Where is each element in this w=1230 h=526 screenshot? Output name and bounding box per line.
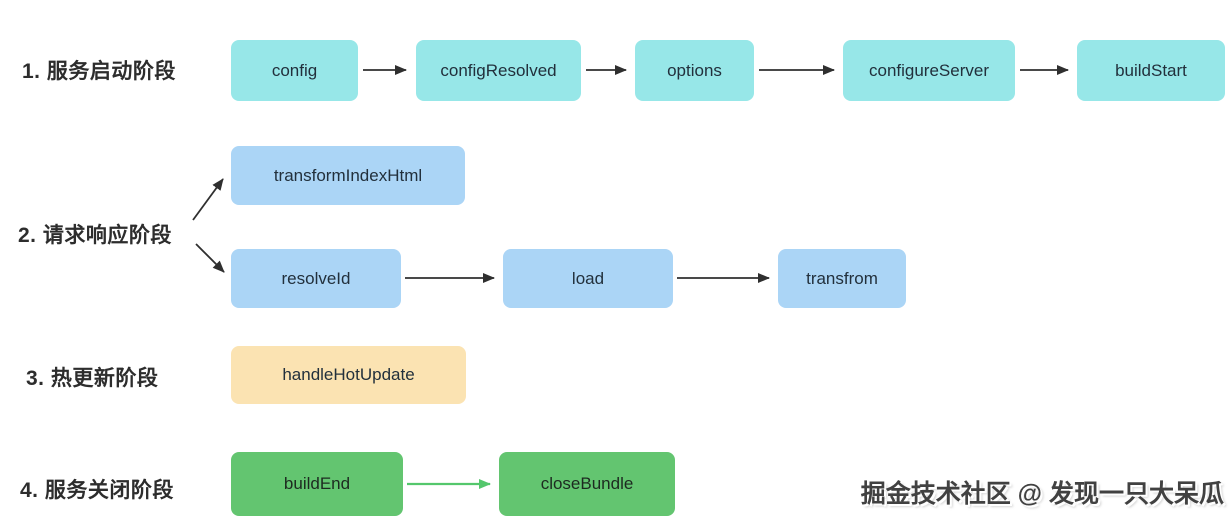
arrow-label-to-transformindexhtml [192,178,224,221]
node-options: options [635,40,754,101]
phase-label-request: 2. 请求响应阶段 [18,224,172,247]
node-configresolved: configResolved [416,40,581,101]
node-resolveid: resolveId [231,249,401,308]
phase-label-close: 4. 服务关闭阶段 [20,479,174,502]
node-closebundle: closeBundle [499,452,675,516]
node-configureserver: configureServer [843,40,1015,101]
node-config: config [231,40,358,101]
node-load: load [503,249,673,308]
node-buildstart: buildStart [1077,40,1225,101]
phase-label-startup: 1. 服务启动阶段 [22,60,176,83]
node-handlehotupdate: handleHotUpdate [231,346,466,404]
watermark: 掘金技术社区 @ 发现一只大呆瓜 [860,480,1224,508]
phase-label-hotupdate: 3. 热更新阶段 [26,367,159,390]
arrow-label-to-resolveid [195,243,225,273]
node-transfrom: transfrom [778,249,906,308]
node-buildend: buildEnd [231,452,403,516]
node-transformindexhtml: transformIndexHtml [231,146,465,205]
